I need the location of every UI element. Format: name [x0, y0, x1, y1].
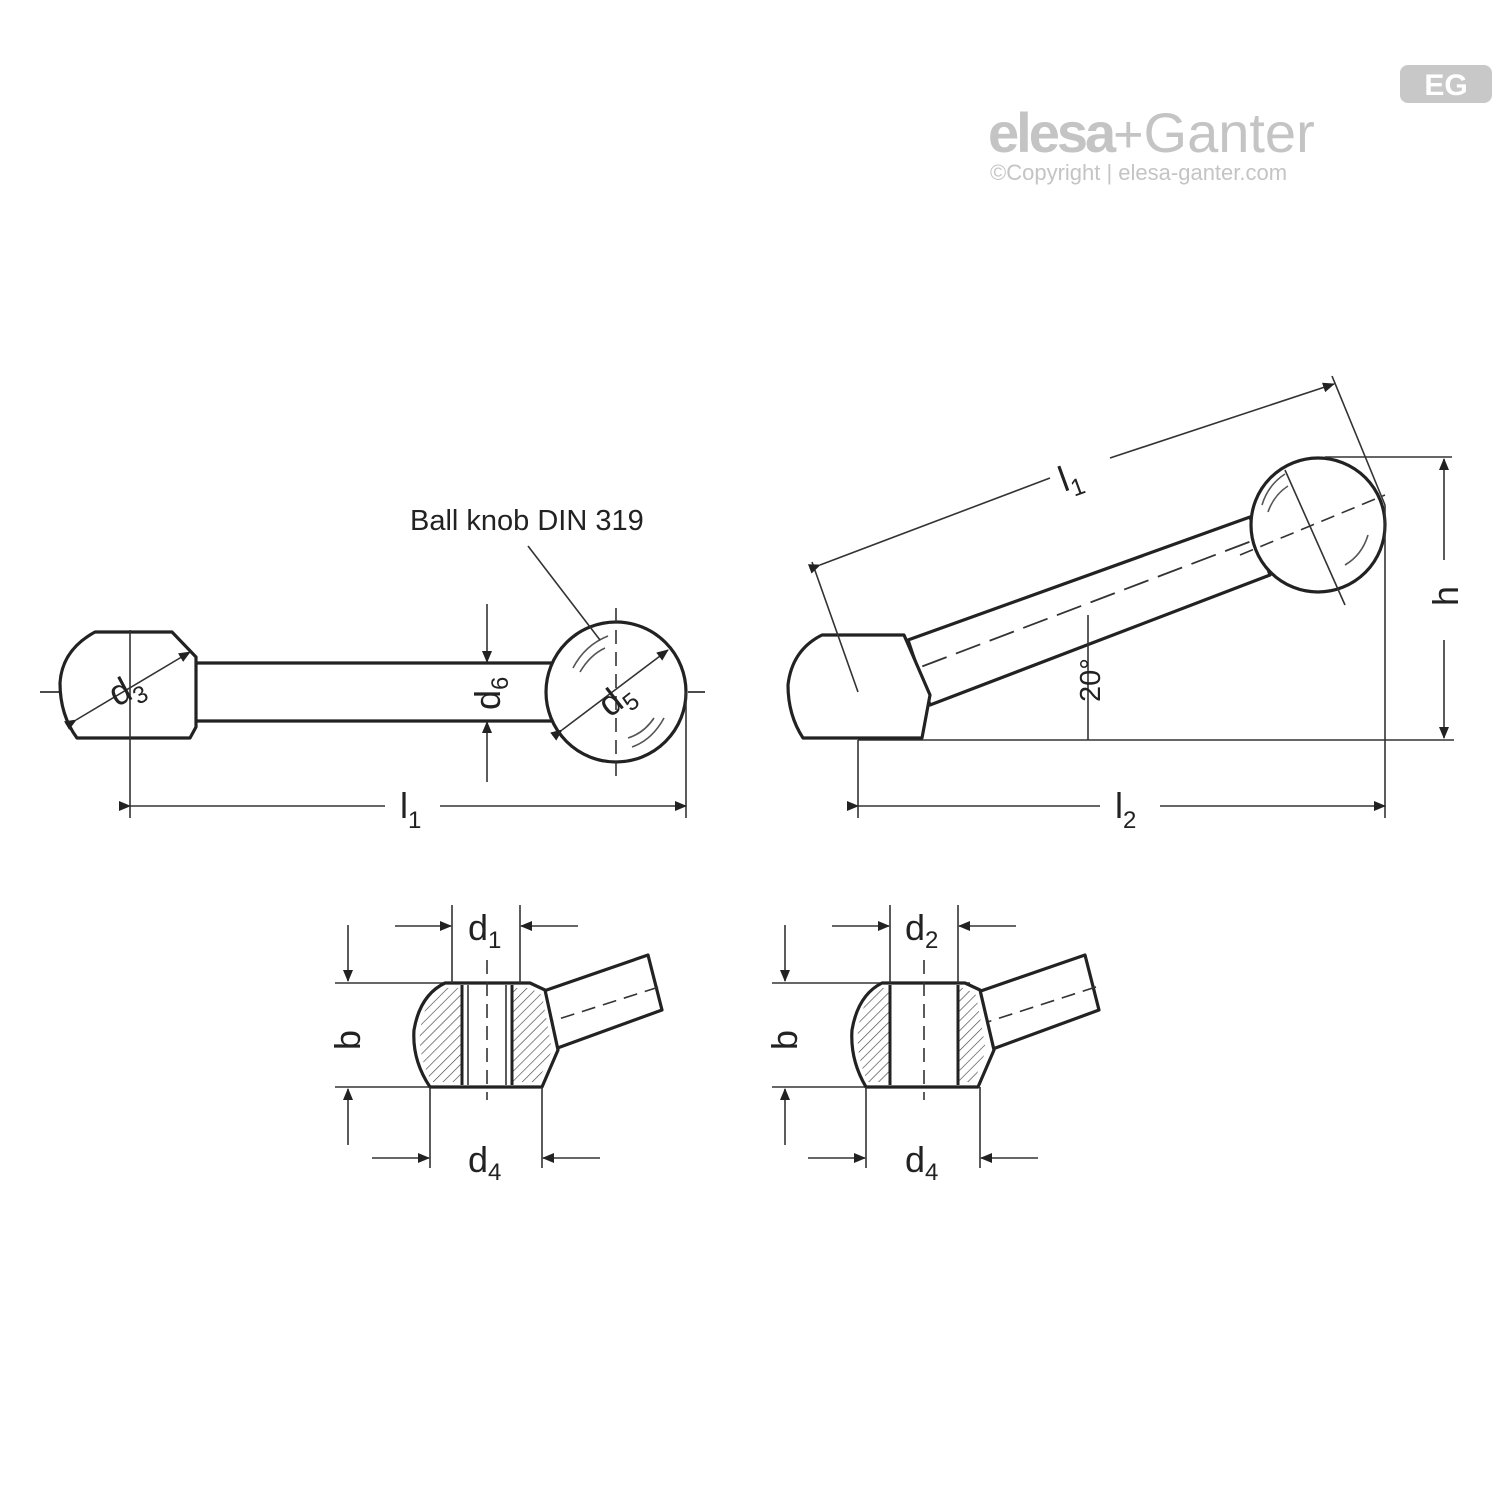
- dim-l1-front: l1: [400, 785, 421, 834]
- dim-l2: l2: [1115, 785, 1136, 834]
- section-view-plain-bore: d2 b d4: [764, 905, 1103, 1186]
- brand-name: elesa+Ganter: [988, 101, 1315, 164]
- dim-d4-left: d4: [468, 1139, 501, 1186]
- front-view: d3 d5 d6 Ball knob DIN 319 l1: [40, 505, 705, 834]
- dim-b-left: b: [327, 1030, 368, 1050]
- angled-view: l1 20° h l2: [786, 375, 1466, 834]
- dim-b-right: b: [764, 1030, 805, 1050]
- eg-badge-icon: EG: [1400, 65, 1492, 103]
- dim-l1-angled: l1: [1053, 454, 1089, 505]
- dim-h: h: [1425, 586, 1466, 606]
- dim-angle: 20°: [1075, 658, 1107, 702]
- dim-d4-right: d4: [905, 1139, 938, 1186]
- elesa-ganter-logo: EG elesa+Ganter ©Copyright | elesa-gante…: [988, 65, 1492, 185]
- ball-knob-callout: Ball knob DIN 319: [410, 505, 644, 537]
- copyright-text: ©Copyright | elesa-ganter.com: [990, 160, 1287, 185]
- dim-d2: d2: [905, 907, 938, 954]
- section-view-threaded: d1 b d4: [327, 905, 666, 1186]
- angled-ball-knob: [1249, 456, 1387, 594]
- front-hub: [58, 630, 198, 740]
- dim-d6: d6: [467, 677, 514, 710]
- dim-d1: d1: [468, 907, 501, 954]
- eg-badge-text: EG: [1424, 69, 1467, 102]
- angled-hub: [786, 633, 932, 740]
